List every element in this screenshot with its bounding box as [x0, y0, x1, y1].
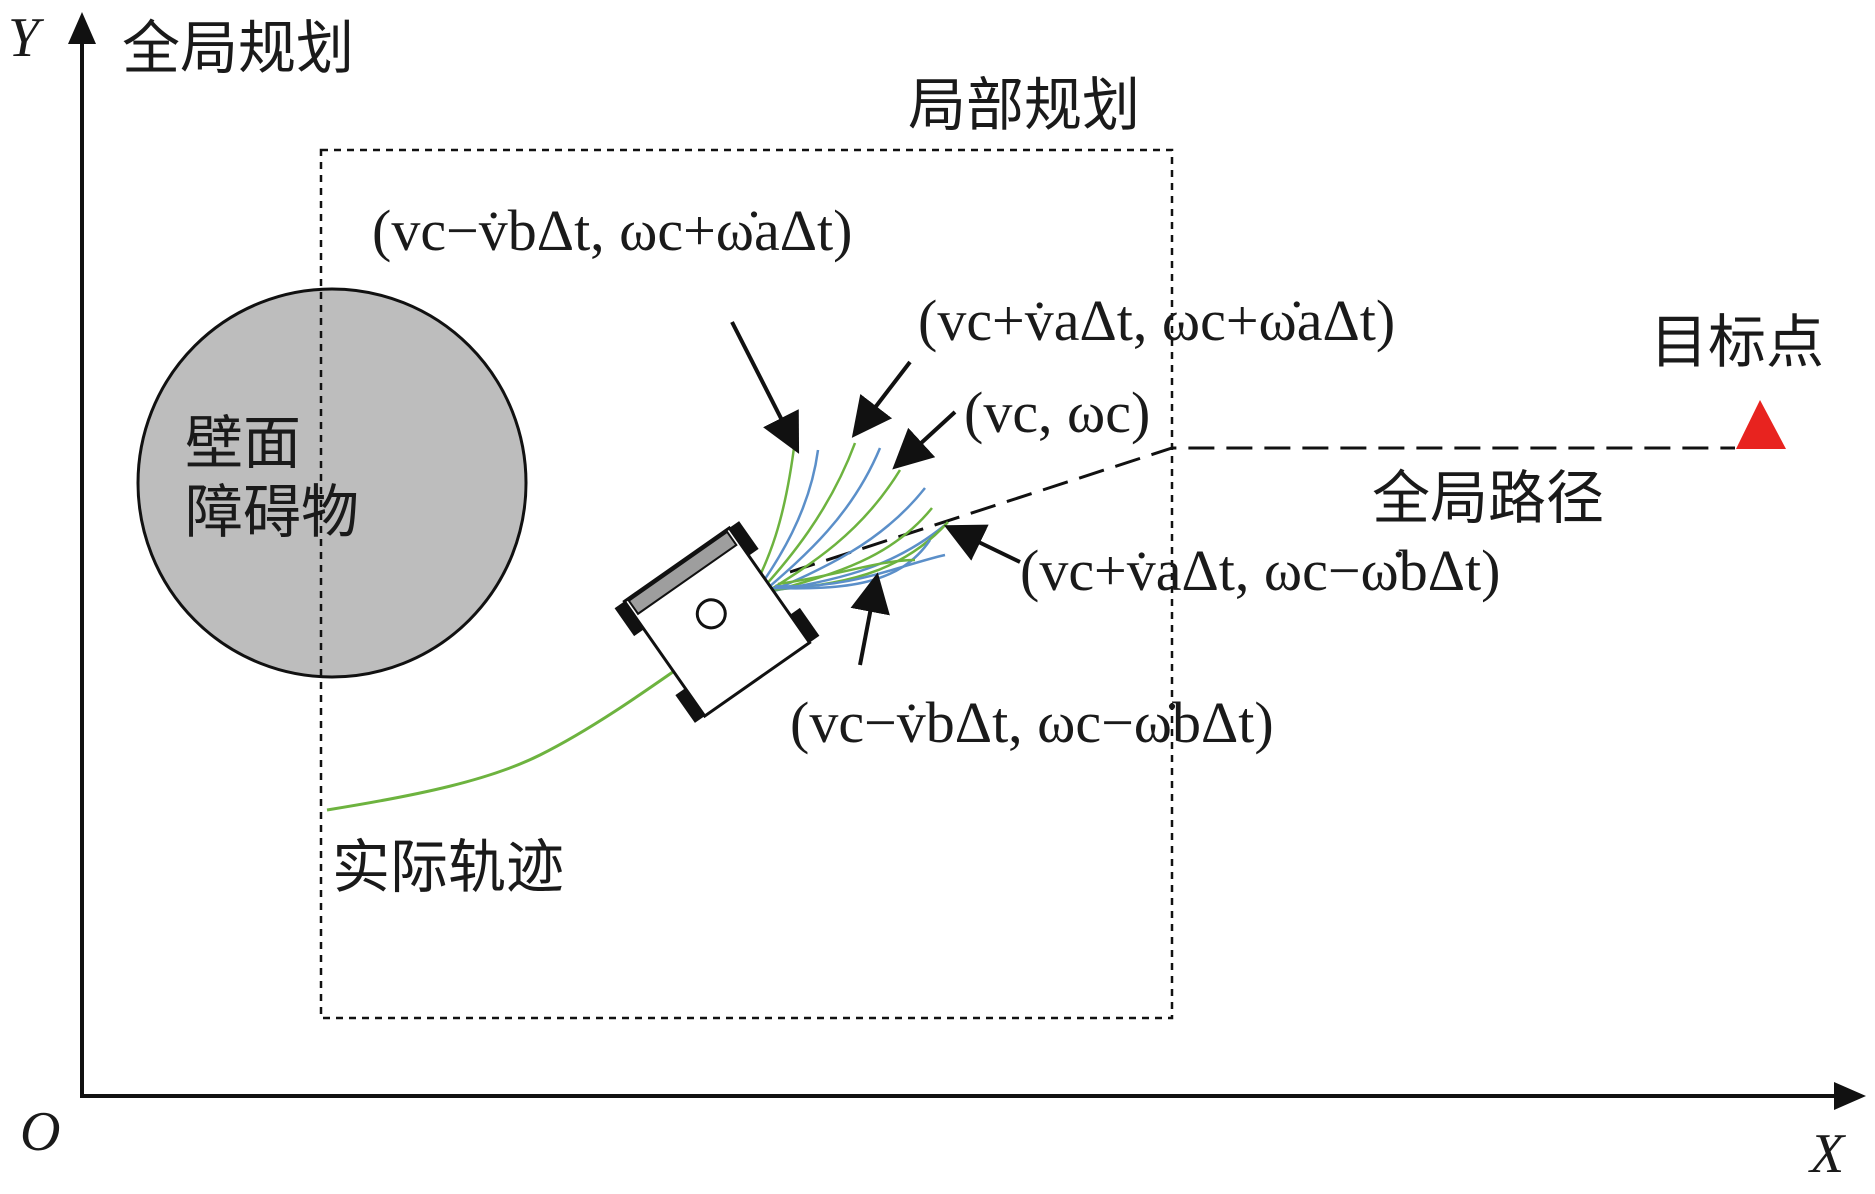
- actual-trajectory-label: 实际轨迹: [332, 833, 564, 901]
- obstacle-label-line1: 壁面: [185, 409, 301, 477]
- candidate-trajectories: [743, 439, 949, 606]
- target-point-triangle-icon: [1736, 400, 1786, 449]
- obstacle-label-line2: 障碍物: [185, 478, 359, 546]
- formula-f4: (vc+v̇aΔt, ωc−ω̇bΔt): [1020, 538, 1500, 603]
- origin-label: O: [20, 1101, 60, 1163]
- robot-sensor-bar: [627, 530, 738, 616]
- robot-center-icon: [695, 598, 727, 630]
- arrow-to-f2: [851, 360, 912, 438]
- x-axis-label: X: [1808, 1123, 1847, 1185]
- x-axis-arrow-icon: [1834, 1082, 1866, 1110]
- formula-f5: (vc−v̇bΔt, ωc−ω̇bΔt): [790, 690, 1274, 755]
- y-axis-label: Y: [8, 7, 45, 69]
- formula-f2: (vc+v̇aΔt, ωc+ω̇aΔt): [918, 288, 1395, 353]
- formula-f3: (vc, ωc): [964, 380, 1150, 445]
- mobile-robot: [614, 521, 820, 723]
- global-path-label: 全局路径: [1372, 464, 1604, 532]
- local-planning-label: 局部规划: [908, 71, 1140, 139]
- wall-obstacle: [136, 287, 528, 679]
- y-axis-arrow-icon: [68, 12, 96, 44]
- actual-trajectory-curve: [326, 658, 691, 812]
- target-point-label: 目标点: [1650, 308, 1824, 376]
- global-planning-label: 全局规划: [122, 14, 354, 82]
- local-planning-box: [319, 148, 1174, 1020]
- arrow-to-f4: [943, 524, 1021, 564]
- arrow-to-f1: [730, 321, 800, 454]
- arrow-to-f3: [892, 410, 957, 470]
- candidate-trajectory: [777, 558, 916, 586]
- arrow-to-f5: [850, 572, 890, 666]
- formula-f1: (vc−v̇bΔt, ωc+ω̇aΔt): [372, 198, 852, 263]
- global-path-line: [789, 446, 1735, 574]
